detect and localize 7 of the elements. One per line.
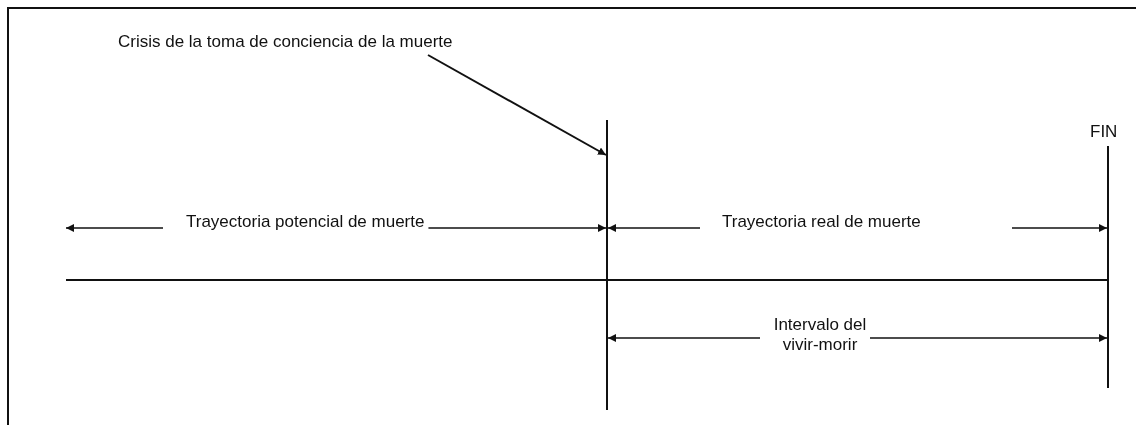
marker-line — [606, 120, 608, 410]
span-label: Trayectoria real de muerte — [722, 212, 921, 232]
span-label: Intervalo del vivir-morir — [772, 315, 868, 355]
span-label: Trayectoria potencial de muerte — [186, 212, 425, 232]
leader-arrow — [427, 54, 607, 156]
annotation-text: Crisis de la toma de conciencia de la muerte — [118, 32, 453, 54]
end-label: FIN — [1090, 122, 1118, 142]
